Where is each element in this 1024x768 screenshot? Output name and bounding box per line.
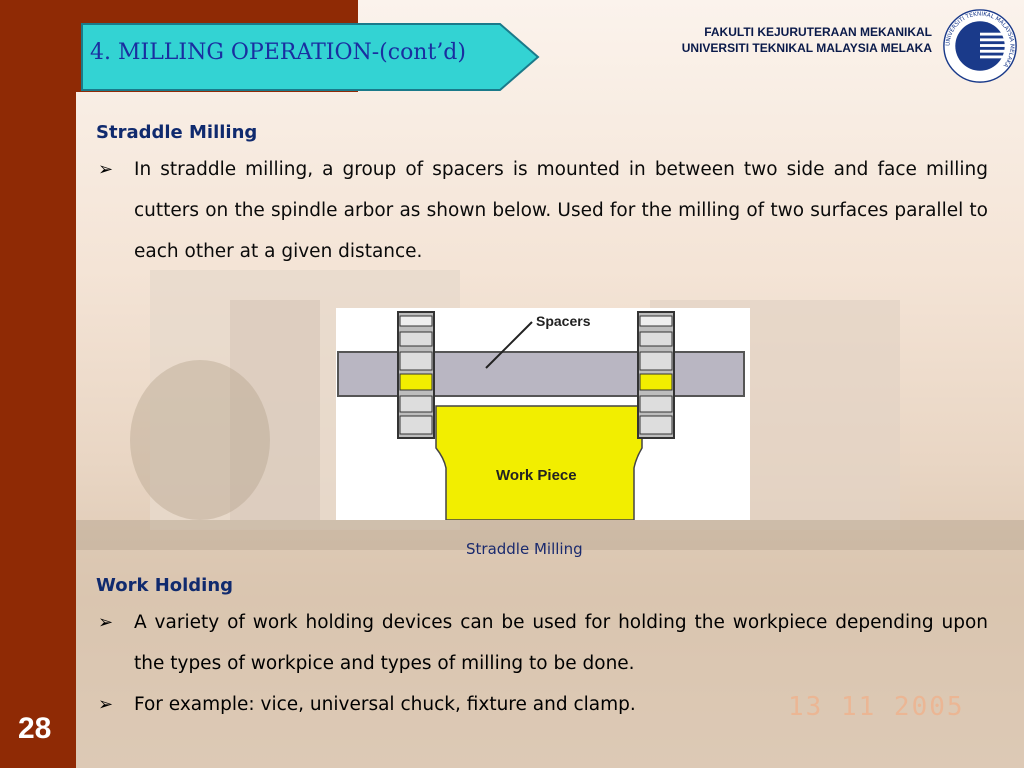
bullet-item: ➢ In straddle milling, a group of spacer… [96, 149, 988, 272]
bullet-text: For example: vice, universal chuck, fixt… [134, 694, 636, 715]
faculty-name: FAKULTI KEJURUTERAAN MEKANIKAL [704, 25, 932, 39]
left-cutter-stack [397, 311, 435, 439]
section-straddle-milling: Straddle Milling ➢ In straddle milling, … [96, 122, 988, 272]
top-bar-accent [0, 0, 358, 20]
university-logo: UNIVERSITI TEKNIKAL MALAYSIA MELAKA [943, 9, 1017, 83]
bullet-text: A variety of work holding devices can be… [134, 612, 988, 674]
title-banner-shape [81, 23, 540, 91]
spacers-label: Spacers [536, 313, 591, 329]
bullet-item: ➢ A variety of work holding devices can … [96, 602, 988, 684]
institution-header: FAKULTI KEJURUTERAAN MEKANIKAL UNIVERSIT… [682, 24, 932, 56]
figure-caption: Straddle Milling [466, 540, 583, 558]
bullet-item: ➢ For example: vice, universal chuck, fi… [96, 684, 988, 725]
university-name: UNIVERSITI TEKNIKAL MALAYSIA MELAKA [681, 41, 932, 55]
section-work-holding: Work Holding ➢ A variety of work holding… [96, 575, 988, 725]
slide-number: 28 [18, 712, 52, 745]
bullet-arrow-icon: ➢ [98, 612, 114, 633]
workpiece-label: Work Piece [496, 467, 577, 484]
section-heading: Work Holding [96, 575, 234, 596]
straddle-milling-figure: Spacers Work Piece [336, 308, 750, 521]
bullet-text: In straddle milling, a group of spacers … [134, 159, 988, 262]
photo-date-stamp: 13 11 2005 [788, 692, 965, 722]
left-sidebar [0, 0, 76, 768]
section-heading: Straddle Milling [96, 122, 258, 143]
page-title: 4. MILLING OPERATION-(cont’d) [90, 40, 466, 65]
bullet-arrow-icon: ➢ [98, 694, 114, 715]
straddle-milling-diagram: Spacers Work Piece [337, 311, 745, 521]
bullet-arrow-icon: ➢ [98, 159, 114, 180]
workpiece-shape [435, 405, 643, 521]
spacers-leader-line [485, 321, 533, 369]
right-cutter-stack [637, 311, 675, 439]
